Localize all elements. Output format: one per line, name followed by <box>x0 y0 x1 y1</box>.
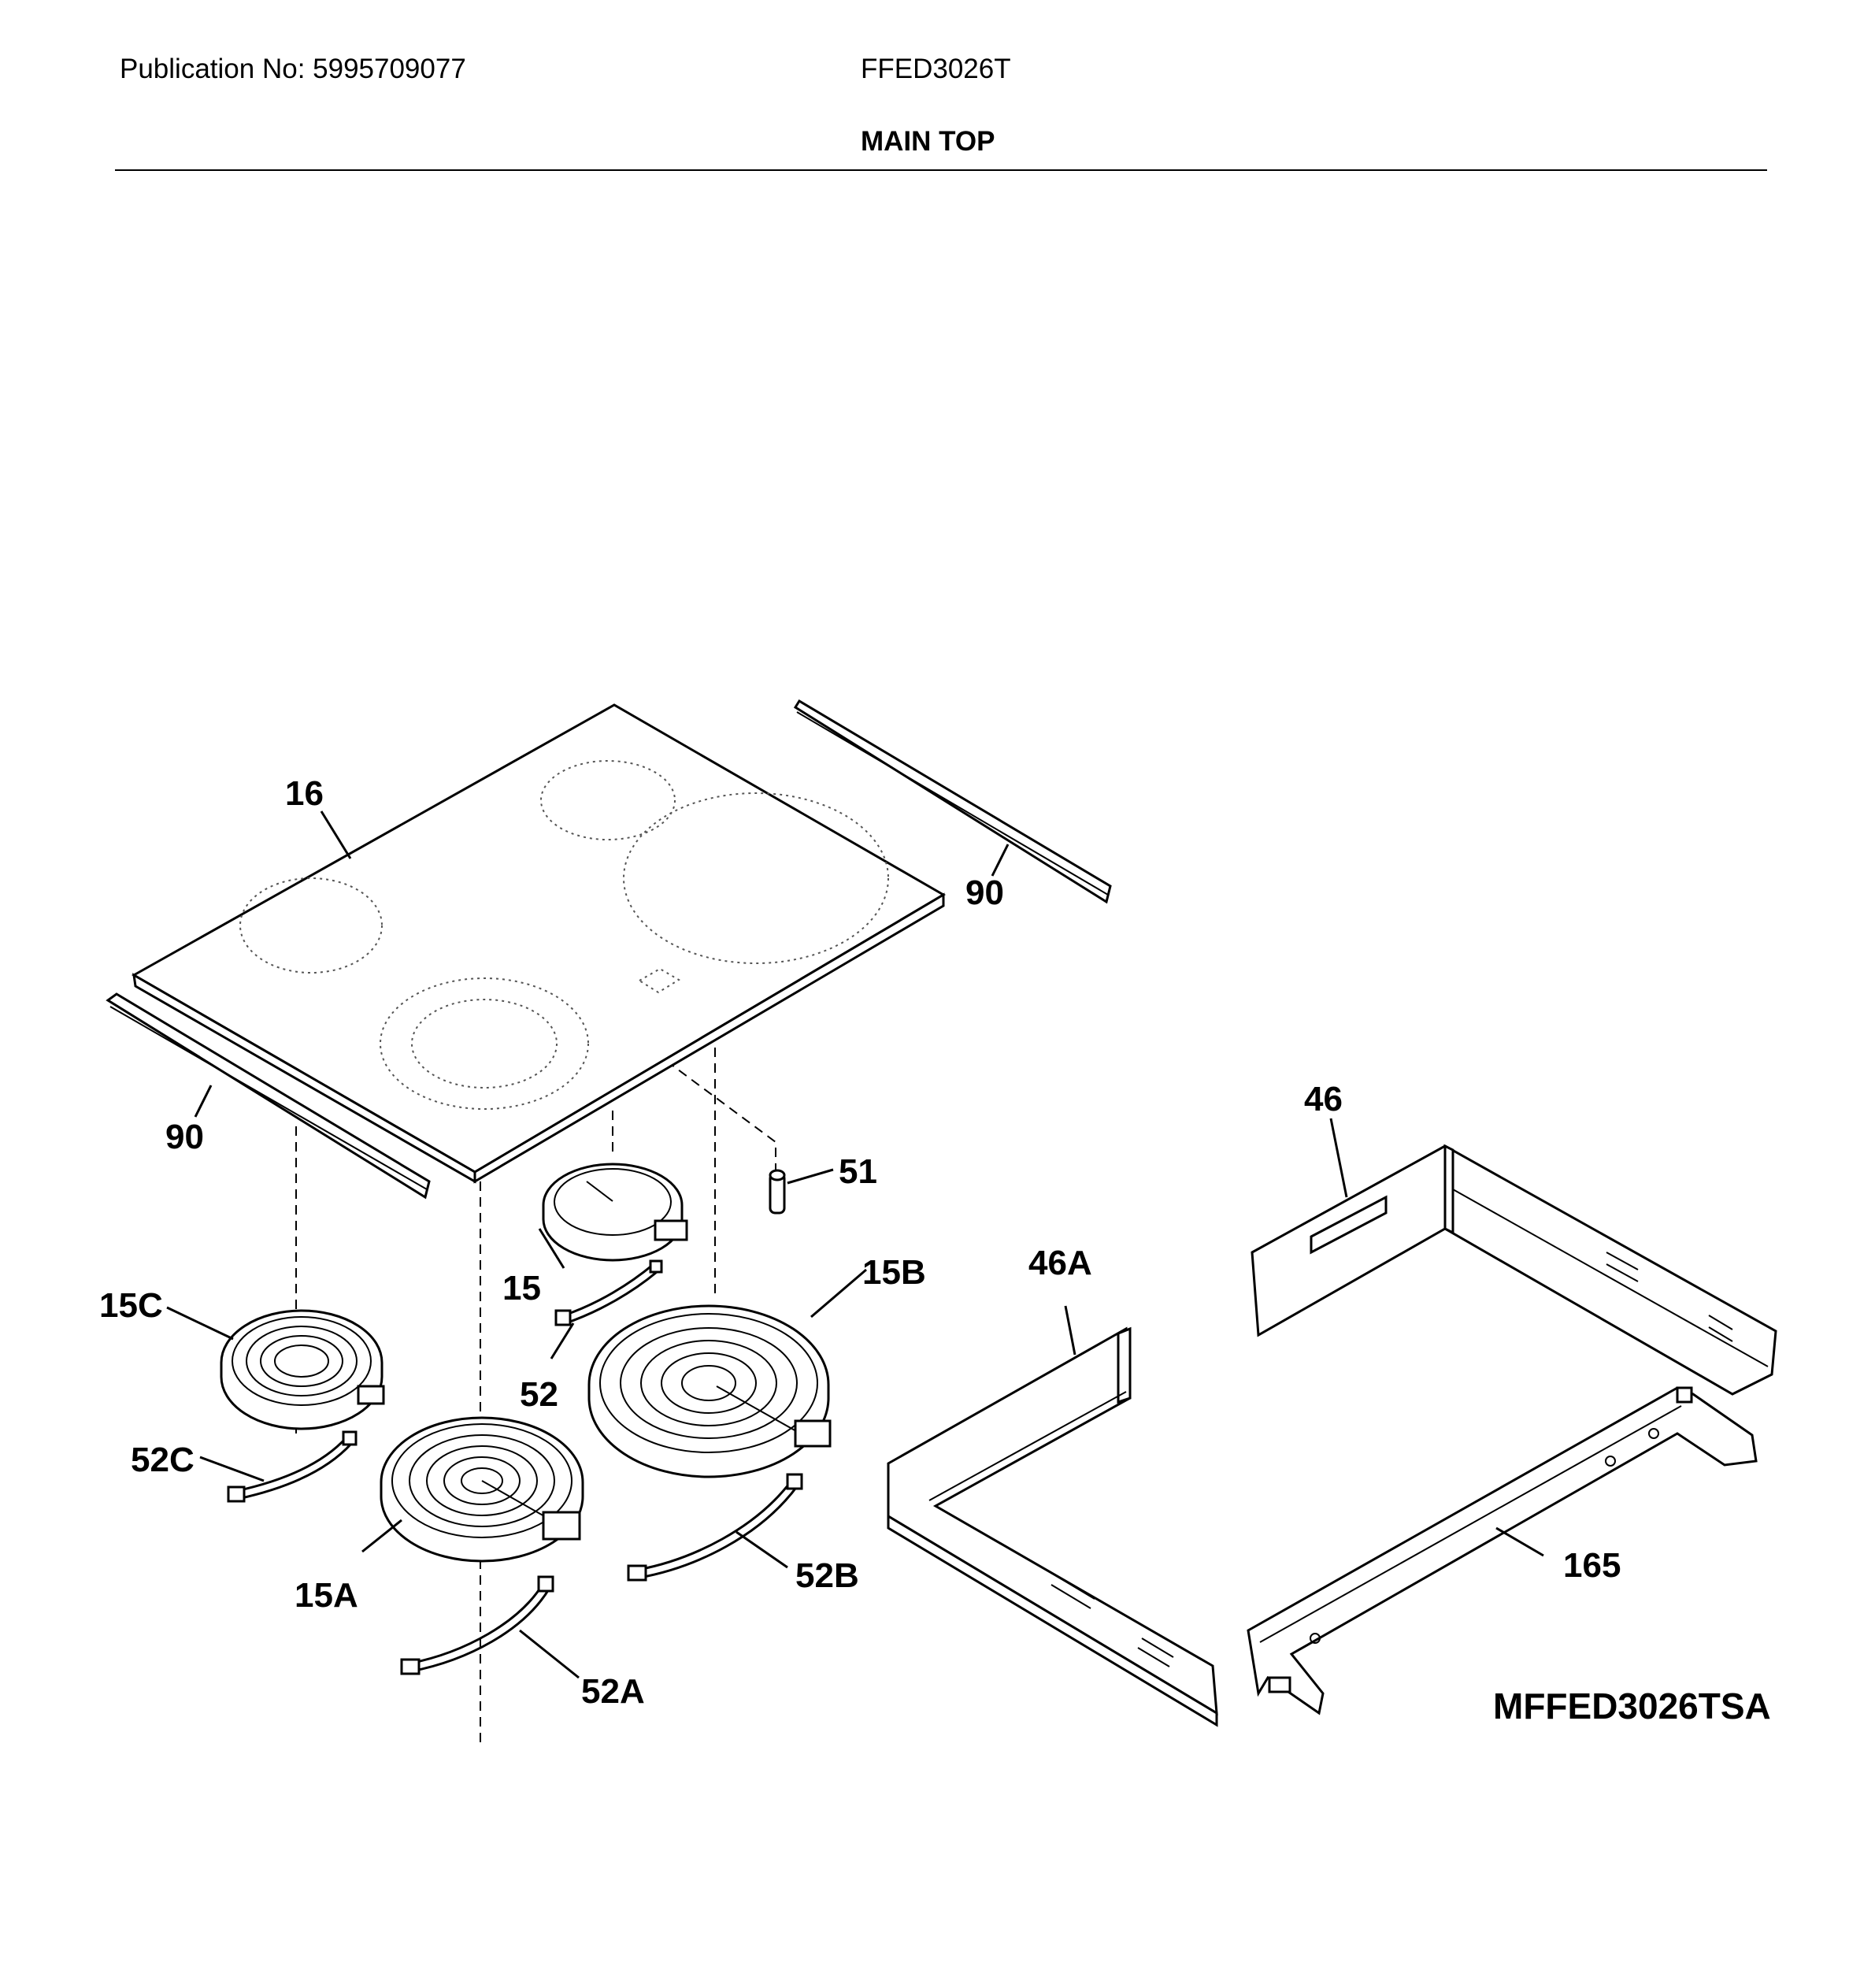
surface-element-15A <box>380 1416 584 1563</box>
callout-46: 46 <box>1304 1080 1343 1118</box>
header-rule <box>115 169 1767 171</box>
callout-165: 165 <box>1563 1546 1621 1585</box>
model-number: FFED3026T <box>861 54 1011 84</box>
callout-15: 15 <box>502 1269 541 1307</box>
callout-15C: 15C <box>99 1286 163 1325</box>
callout-90-right: 90 <box>965 873 1004 912</box>
cooktop-glass-16 <box>131 703 946 1184</box>
frame-bracket-165 <box>1247 1386 1758 1715</box>
frame-bracket-46A <box>887 1326 1218 1727</box>
callout-52: 52 <box>520 1375 558 1414</box>
wire-harness-52C <box>227 1430 358 1503</box>
wire-harness-52 <box>554 1259 663 1326</box>
callout-16: 16 <box>285 774 324 813</box>
callout-52C: 52C <box>131 1441 195 1479</box>
surface-element-15B <box>587 1304 832 1478</box>
callout-46A: 46A <box>1028 1244 1092 1282</box>
wire-harness-52B <box>627 1473 803 1582</box>
drawing-code: MFFED3026TSA <box>1493 1686 1771 1727</box>
callout-51: 51 <box>839 1152 877 1191</box>
limiter-switch-51 <box>769 1169 786 1215</box>
trim-strip-90-right <box>793 699 1112 904</box>
callout-15A: 15A <box>295 1576 358 1615</box>
wire-harness-52A <box>400 1575 554 1675</box>
surface-element-15C <box>220 1309 385 1430</box>
callout-15B: 15B <box>862 1253 926 1292</box>
section-title: MAIN TOP <box>861 126 995 157</box>
trim-strip-90-left <box>106 992 431 1200</box>
leader-lines <box>166 810 1544 1679</box>
callout-90-left: 90 <box>165 1118 204 1156</box>
callout-52A: 52A <box>581 1672 645 1711</box>
surface-element-15 <box>542 1163 688 1262</box>
frame-bracket-46 <box>1251 1144 1777 1396</box>
callout-52B: 52B <box>795 1556 859 1595</box>
publication-number: Publication No: 5995709077 <box>120 54 466 84</box>
